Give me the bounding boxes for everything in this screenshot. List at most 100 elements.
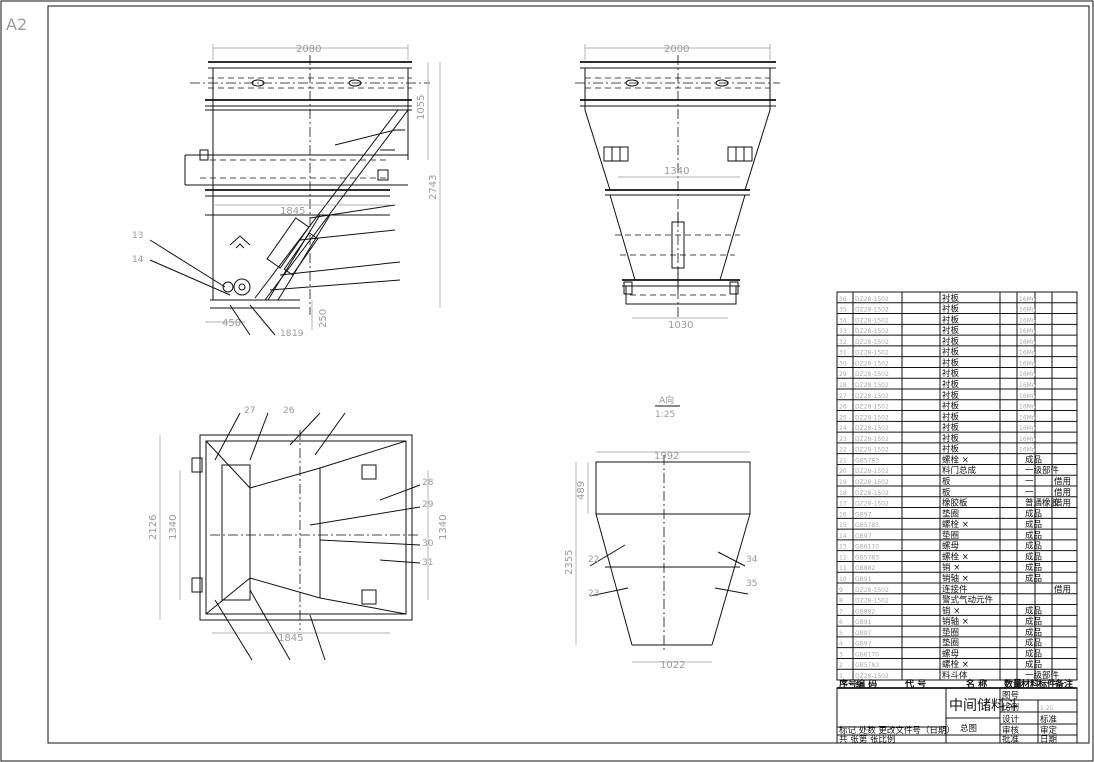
bom-row-name: 螺栓 × bbox=[942, 454, 969, 465]
bom-row-no: 21 bbox=[839, 457, 847, 464]
bom-row-code: DZ28-1502 bbox=[855, 382, 889, 389]
bom-row-no: 4 bbox=[839, 641, 843, 648]
bom-row-code: DZ28-1502 bbox=[855, 501, 889, 508]
check-label: 审核 bbox=[1002, 725, 1020, 736]
bom-header-dwg: 代 号 bbox=[904, 678, 926, 690]
section-label: A向 bbox=[659, 394, 674, 406]
bom-row-no: 35 bbox=[839, 307, 847, 314]
bom-row-code: GB97 bbox=[855, 641, 872, 648]
bom-row-material: 16Mn bbox=[1019, 447, 1036, 454]
bom-row-name: 衬板 bbox=[942, 433, 960, 444]
bom-row-code: DZ28-1502 bbox=[855, 328, 889, 335]
bom-header-seq: 序号 bbox=[839, 678, 857, 690]
side-view: 2000 1340 1030 bbox=[575, 44, 780, 331]
dim-1845-top: 1845 bbox=[278, 633, 303, 644]
sheets-row: 共 张第 张比例 bbox=[839, 734, 895, 745]
approve-label: 批准 bbox=[1002, 734, 1020, 745]
top-view: 2126 1340 1340 1845 27 26 28 29 31 30 bbox=[148, 406, 449, 661]
bom-row-code: DZ28-1502 bbox=[855, 371, 889, 378]
bom-row-no: 27 bbox=[839, 393, 847, 400]
part-label-14: 14 bbox=[132, 255, 144, 265]
revision-row: 标记 处数 更改文件号（日期） bbox=[839, 725, 955, 736]
bom-row-name: 板 bbox=[942, 487, 951, 498]
part-label-34: 34 bbox=[746, 555, 758, 565]
dim-1845: 1845 bbox=[280, 206, 305, 217]
bom-row-name: 衬板 bbox=[942, 347, 960, 358]
bom-row-material: 16Mn bbox=[1019, 393, 1036, 400]
bom-row-no: 1 bbox=[839, 673, 843, 680]
bom-row-name: 橡胶板 bbox=[942, 498, 968, 509]
assembly-label: 总图 bbox=[960, 723, 977, 734]
bom-row-material: 16Mn bbox=[1019, 414, 1036, 421]
bom-row-name: 衬板 bbox=[942, 357, 960, 368]
bom-row-no: 7 bbox=[839, 608, 843, 615]
bom-row-name: 垫圈 bbox=[942, 638, 959, 649]
section-scale: 1:25 bbox=[655, 410, 675, 420]
part-label-13: 13 bbox=[132, 231, 143, 241]
bom-row-no: 3 bbox=[839, 651, 843, 658]
bom-row-no: 24 bbox=[839, 425, 847, 432]
bom-row-material: 16Mn bbox=[1019, 382, 1036, 389]
dim-2080: 2080 bbox=[296, 44, 321, 55]
bom-row-no: 2 bbox=[839, 662, 843, 669]
bom-row-no: 25 bbox=[839, 414, 847, 421]
bom-row-name: 垫圈 bbox=[942, 530, 959, 541]
scale-label: 比例 bbox=[1002, 702, 1019, 713]
bom-row-code: DZ28-1502 bbox=[855, 393, 889, 400]
bom-row-code: DZ28-1502 bbox=[855, 587, 889, 594]
bom-row-code: GB882 bbox=[855, 608, 875, 615]
bom-row-code: GB91 bbox=[855, 576, 872, 583]
bom-row-name: 衬板 bbox=[942, 368, 960, 379]
bom-row-name: 衬板 bbox=[942, 411, 960, 422]
dim-2355: 2355 bbox=[564, 550, 575, 575]
bom-row-no: 32 bbox=[839, 339, 847, 346]
dim-489: 489 bbox=[576, 481, 587, 500]
bom-row-no: 14 bbox=[839, 533, 847, 540]
bom-row-material: 16Mn bbox=[1019, 339, 1036, 346]
bom-row-name: 螺栓 × bbox=[942, 551, 969, 562]
bom-row-name: 衬板 bbox=[942, 379, 960, 390]
bom-row-note: 成品 bbox=[1025, 519, 1042, 530]
bom-row-name: 衬板 bbox=[942, 325, 960, 336]
bom-row-code: DZ28-1502 bbox=[855, 307, 889, 314]
dim-2743: 2743 bbox=[428, 175, 439, 200]
bom-row-code: DZ28-1502 bbox=[855, 350, 889, 357]
bom-row-note: 一级部件 bbox=[1025, 465, 1060, 476]
bom-row-no: 15 bbox=[839, 522, 847, 529]
bom-row-note: 成品 bbox=[1025, 508, 1042, 519]
bom-row-note: 成品 bbox=[1025, 659, 1042, 670]
bom-row-extra: 借用 bbox=[1054, 476, 1071, 487]
front-view: 2080 1055 2743 1845 450 250 13 14 18 19 bbox=[132, 44, 441, 339]
bom-row-note: 成品 bbox=[1025, 616, 1042, 627]
bom-row-material: 16Mn bbox=[1019, 317, 1036, 324]
bom-header-qty: 数量 bbox=[1004, 678, 1022, 690]
bom-row-no: 30 bbox=[839, 360, 847, 367]
bom-row-no: 18 bbox=[839, 490, 847, 497]
bom-row-no: 12 bbox=[839, 554, 847, 561]
bom-row-name: 螺母 bbox=[942, 541, 959, 552]
bom-row-note: 成品 bbox=[1025, 648, 1042, 659]
bom-row-no: 23 bbox=[839, 436, 847, 443]
bom-row-code: DZ28-1502 bbox=[855, 598, 889, 605]
bom-row-no: 16 bbox=[839, 511, 847, 518]
dim-2000: 2000 bbox=[664, 44, 689, 55]
part-label-27: 27 bbox=[244, 406, 255, 416]
bom-header-code: 编 码 bbox=[856, 678, 877, 690]
bom-row-name: 料斗体 bbox=[942, 670, 968, 681]
dim-250: 250 bbox=[318, 309, 329, 328]
bom-row-code: DZ28-1502 bbox=[855, 479, 889, 486]
bom-row-name: 螺母 bbox=[942, 648, 959, 659]
bom-row-no: 10 bbox=[839, 576, 847, 583]
bom-row-no: 26 bbox=[839, 404, 847, 411]
bom-row-material: 16Mn bbox=[1019, 350, 1036, 357]
sheet-size-label: A2 bbox=[6, 15, 27, 34]
bom-row-note: 成品 bbox=[1025, 551, 1042, 562]
bom-row-material: 16Mn bbox=[1019, 436, 1036, 443]
bom-row-note: 成品 bbox=[1025, 573, 1042, 584]
bom-row-name: 衬板 bbox=[942, 314, 960, 325]
bom-row-code: DZ28-1502 bbox=[855, 360, 889, 367]
section-view: 1992 489 2355 1022 22 34 23 35 bbox=[564, 451, 758, 671]
dim-1340-right: 1340 bbox=[438, 515, 449, 540]
bom-row-code: DZ28-1502 bbox=[855, 404, 889, 411]
